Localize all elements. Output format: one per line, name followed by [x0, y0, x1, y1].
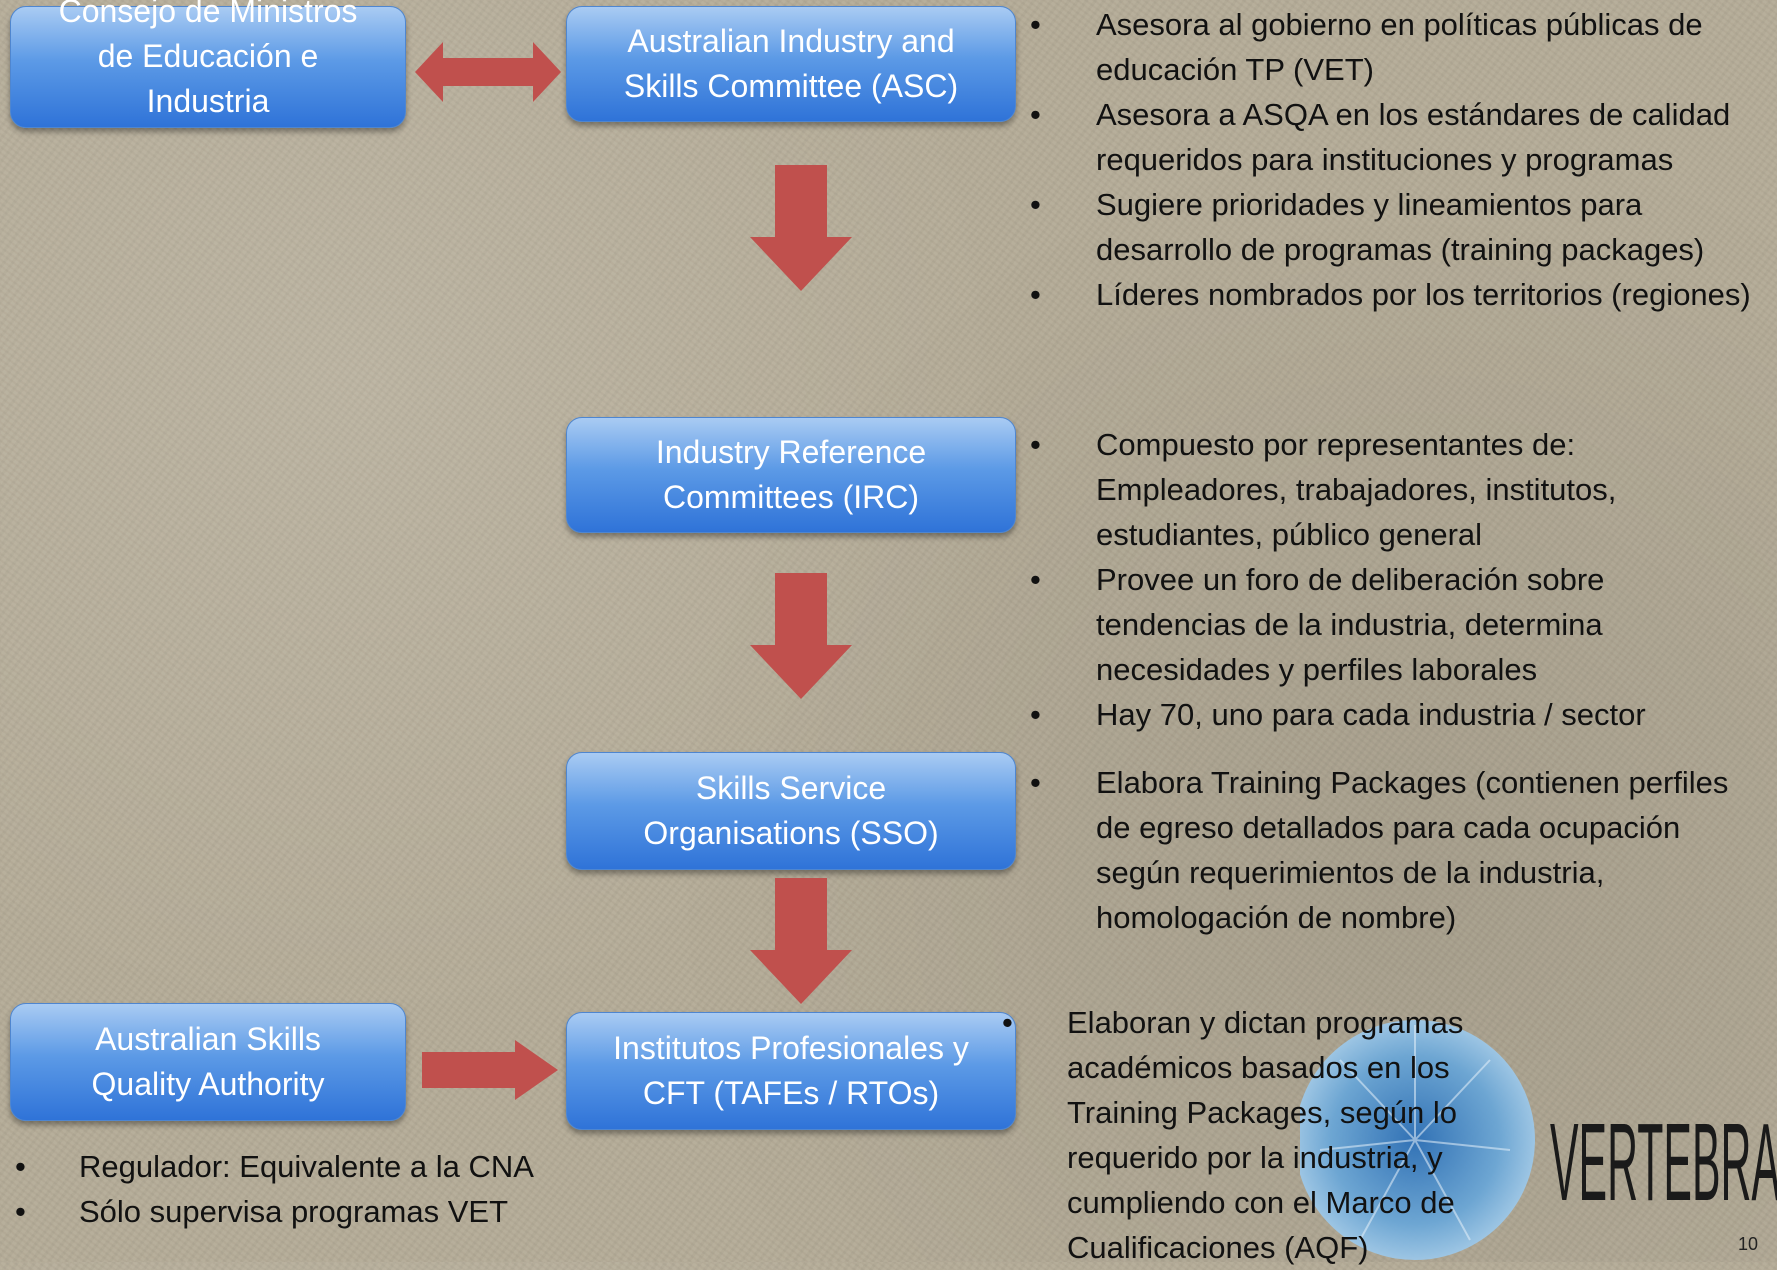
- box-consejo-ministros-label: Consejo de Ministros de Educación e Indu…: [58, 0, 358, 119]
- sso-bullet-item: Elabora Training Packages (contienen per…: [1030, 760, 1730, 940]
- asqa-bullet-item: Regulador: Equivalente a la CNA: [15, 1144, 615, 1189]
- down-arrow-sso-institutes: [750, 878, 852, 1004]
- page-number: 10: [1738, 1234, 1759, 1254]
- asc-bullet-item: Líderes nombrados por los territorios (r…: [1030, 272, 1770, 317]
- irc-bullet-item: Provee un foro de deliberación sobre ten…: [1030, 557, 1730, 692]
- box-sso: Skills Service Organisations (SSO): [566, 752, 1016, 870]
- institutes-bullet-list: Elaboran y dictan programas académicos b…: [1002, 1000, 1522, 1270]
- asqa-bullet-item: Sólo supervisa programas VET: [15, 1189, 615, 1234]
- box-consejo-ministros: Consejo de Ministros de Educación e Indu…: [10, 0, 406, 128]
- right-arrow-asqa-institutes: [422, 1040, 558, 1100]
- box-asqa-label: Australian Skills Quality Authority: [91, 1021, 325, 1102]
- irc-bullet-item: Hay 70, uno para cada industria / sector: [1030, 692, 1730, 737]
- down-arrow-asc-irc: [750, 165, 852, 291]
- asc-bullet-item: Sugiere prioridades y lineamientos para …: [1030, 182, 1770, 272]
- down-arrow-irc-sso: [750, 573, 852, 699]
- box-irc: Industry Reference Committees (IRC): [566, 417, 1016, 533]
- irc-bullet-item: Compuesto por representantes de: Emplead…: [1030, 422, 1730, 557]
- box-irc-label: Industry Reference Committees (IRC): [655, 434, 927, 515]
- asc-bullet-item: Asesora a ASQA en los estándares de cali…: [1030, 92, 1770, 182]
- asc-bullet-list: Asesora al gobierno en políticas pública…: [1030, 2, 1770, 317]
- box-sso-label: Skills Service Organisations (SSO): [643, 770, 939, 851]
- double-arrow-ministers-asc: [415, 42, 561, 102]
- asc-bullet-item: Asesora al gobierno en políticas pública…: [1030, 2, 1770, 92]
- sso-bullet-list: Elabora Training Packages (contienen per…: [1030, 760, 1730, 940]
- asqa-bullet-list: Regulador: Equivalente a la CNA Sólo sup…: [15, 1144, 615, 1234]
- box-asc-label: Australian Industry and Skills Committee…: [623, 23, 959, 104]
- box-institutes-label: Institutos Profesionales y CFT (TAFEs / …: [613, 1030, 969, 1111]
- irc-bullet-list: Compuesto por representantes de: Emplead…: [1030, 422, 1730, 737]
- box-institutes: Institutos Profesionales y CFT (TAFEs / …: [566, 1012, 1016, 1130]
- vertebra-logo-text: VERTEBRA: [1550, 1101, 1777, 1224]
- box-asc: Australian Industry and Skills Committee…: [566, 6, 1016, 122]
- institutes-bullet-item: Elaboran y dictan programas académicos b…: [1002, 1000, 1522, 1270]
- box-asqa: Australian Skills Quality Authority: [10, 1003, 406, 1121]
